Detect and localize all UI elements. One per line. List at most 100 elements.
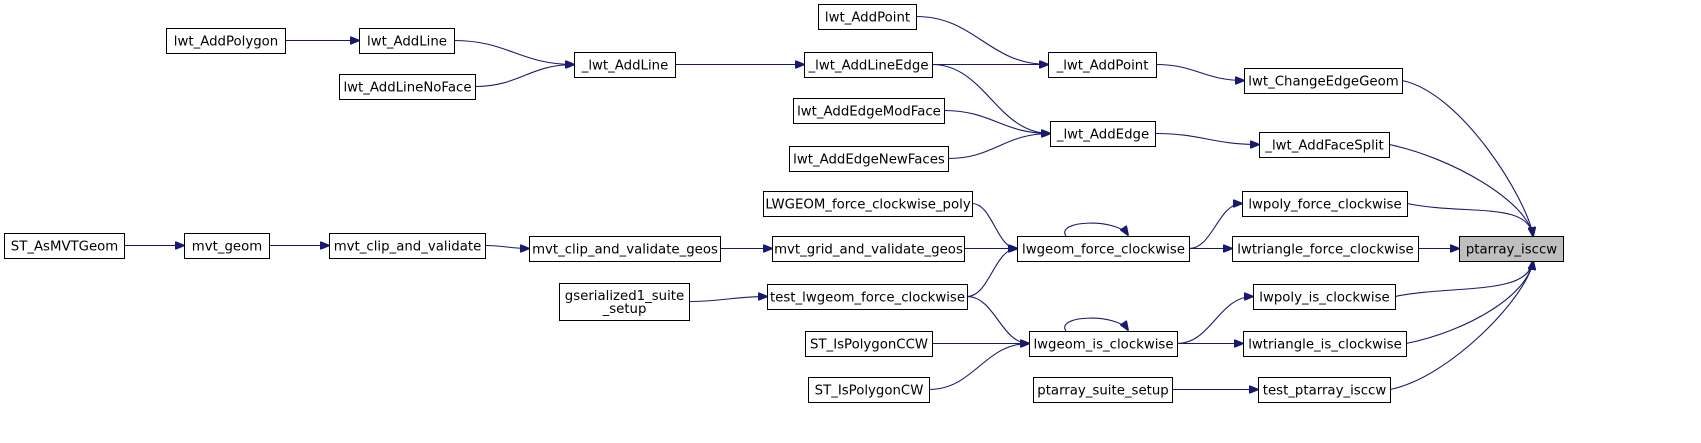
edge-arrow — [915, 15, 1048, 65]
node-box — [4, 233, 125, 259]
node-box — [1459, 236, 1564, 262]
node-box — [1258, 377, 1391, 403]
edge-mvt-clip-and-validate-to-mvt-clip-and-validate-geos — [484, 246, 529, 249]
node-box — [1033, 377, 1173, 403]
node-label: lwpoly_force_clockwise — [1248, 198, 1401, 213]
edge-arrow — [1401, 79, 1533, 237]
node-label: lwt_AddPoint — [825, 11, 910, 26]
node-box — [763, 191, 973, 217]
edge-arrow — [1394, 261, 1533, 298]
node-test-lwgeom-force-clockwise[interactable]: test_lwgeom_force_clockwise — [767, 284, 968, 310]
edge-arrow — [1405, 261, 1533, 345]
node-label: lwt_AddLineNoFace — [343, 81, 471, 96]
node-lwt-addedge[interactable]: _lwt_AddEdge — [1050, 121, 1156, 147]
edge-arrow — [943, 109, 1050, 134]
node-label: lwt_AddPolygon — [174, 35, 278, 50]
edge-test-ptarray-isccw-to-ptarray-isccw — [1389, 261, 1533, 391]
edge-lwt-addlineedge-to-lwt-addedge — [931, 63, 1050, 134]
node-mvt-clip-and-validate[interactable]: mvt_clip_and_validate — [329, 233, 486, 259]
node-box — [1253, 284, 1396, 310]
edges-layer — [124, 15, 1533, 391]
nodes-layer: ptarray_isccw lwt_ChangeEdgeGeom _lwt_AddP… — [4, 4, 1564, 403]
node-label: _lwt_AddPoint — [1056, 59, 1149, 74]
edge-arrow — [484, 246, 529, 249]
node-label: LWGEOM_force_clockwise_poly — [765, 198, 971, 213]
node-lwgeom-force-clockwise-poly[interactable]: LWGEOM_force_clockwise_poly — [763, 191, 973, 217]
node-label: _setup — [602, 302, 647, 317]
edge-arrow — [1406, 202, 1533, 237]
node-box — [559, 283, 690, 321]
node-gserialized1-suite-setup[interactable]: gserialized1_suite_setup — [559, 283, 690, 321]
node-st-asmvtgeom[interactable]: ST_AsMVTGeom — [4, 233, 125, 259]
node-lwt-addedgemodface[interactable]: lwt_AddEdgeModFace — [793, 98, 945, 124]
edge-lwt-addedge-to-lwt-addfacesplit — [1154, 132, 1259, 145]
node-label: lwt_AddEdgeNewFaces — [793, 153, 945, 168]
node-lwpoly-force-clockwise[interactable]: lwpoly_force_clockwise — [1242, 191, 1408, 217]
node-lwt-addpoint[interactable]: _lwt_AddPoint — [1048, 52, 1157, 78]
node-lwt-addline[interactable]: _lwt_AddLine — [574, 52, 676, 78]
node-label: mvt_grid_and_validate_geos — [774, 243, 963, 258]
node-box — [1242, 191, 1408, 217]
node-label: ptarray_isccw — [1466, 243, 1557, 258]
edge-st-ispolygoncw-to-lwgeom-is-clockwise — [928, 344, 1029, 391]
node-label: lwpoly_is_clockwise — [1259, 291, 1389, 306]
node-label: _lwt_AddFaceSplit — [1264, 139, 1383, 154]
node-lwtriangle-is-clockwise[interactable]: lwtriangle_is_clockwise — [1243, 331, 1407, 357]
node-lwgeom-force-clockwise[interactable]: lwgeom_force_clockwise — [1017, 236, 1190, 262]
edge-lwgeom-force-clockwise-poly-to-lwgeom-force-clockwise — [971, 202, 1017, 249]
node-label: ptarray_suite_setup — [1037, 384, 1168, 399]
node-box — [1048, 52, 1157, 78]
node-label: lwt_ChangeEdgeGeom — [1248, 75, 1398, 90]
node-box — [818, 4, 917, 30]
node-box — [1050, 121, 1156, 147]
edge-arrow — [474, 65, 574, 88]
edge-arrow — [1154, 132, 1259, 145]
edge-lwpoly-force-clockwise-to-ptarray-isccw — [1406, 202, 1533, 237]
edge-arrow — [1064, 317, 1128, 331]
edge-arrow — [928, 344, 1029, 391]
node-box — [805, 331, 933, 357]
edge-test-lwgeom-force-clockwise-to-lwgeom-is-clockwise — [966, 295, 1029, 344]
node-test-ptarray-isccw[interactable]: test_ptarray_isccw — [1258, 377, 1391, 403]
node-label: ST_IsPolygonCW — [815, 384, 924, 399]
node-lwt-addlineedge[interactable]: _lwt_AddLineEdge — [804, 52, 933, 78]
node-box — [529, 236, 721, 262]
edge-lwgeom-is-clockwise-to-lwpoly-is-clockwise — [1176, 297, 1253, 345]
node-label: mvt_geom — [192, 240, 262, 255]
node-lwt-addlinenoface[interactable]: lwt_AddLineNoFace — [339, 74, 476, 100]
node-box — [1029, 331, 1178, 357]
edge-lwt-addpoint-to-lwt-changeedgegeom — [1155, 63, 1244, 81]
node-mvt-clip-and-validate-geos[interactable]: mvt_clip_and_validate_geos — [529, 236, 721, 262]
node-label: lwgeom_force_clockwise — [1022, 243, 1185, 258]
node-lwt-addedgenewfaces[interactable]: lwt_AddEdgeNewFaces — [789, 146, 949, 172]
edge-arrow — [1389, 261, 1533, 391]
node-box — [184, 233, 270, 259]
node-lwt-addpoint[interactable]: lwt_AddPoint — [818, 4, 917, 30]
node-lwtriangle-force-clockwise[interactable]: lwtriangle_force_clockwise — [1232, 236, 1419, 262]
node-box — [329, 233, 486, 259]
node-box — [1244, 68, 1403, 94]
node-st-ispolygoncw[interactable]: ST_IsPolygonCW — [808, 377, 930, 403]
node-lwt-addline[interactable]: lwt_AddLine — [359, 28, 455, 54]
node-ptarray-isccw[interactable]: ptarray_isccw — [1459, 236, 1564, 262]
node-box — [1232, 236, 1419, 262]
edge-arrow — [453, 39, 574, 65]
node-label: _lwt_AddEdge — [1056, 128, 1149, 143]
node-st-ispolygonccw[interactable]: ST_IsPolygonCCW — [805, 331, 933, 357]
node-ptarray-suite-setup[interactable]: ptarray_suite_setup — [1033, 377, 1173, 403]
node-box — [574, 52, 676, 78]
node-lwt-changeedgegeom[interactable]: lwt_ChangeEdgeGeom — [1244, 68, 1403, 94]
node-lwpoly-is-clockwise[interactable]: lwpoly_is_clockwise — [1253, 284, 1396, 310]
edge-arrow — [1176, 297, 1253, 345]
node-label: lwtriangle_is_clockwise — [1248, 338, 1402, 353]
node-lwt-addfacesplit[interactable]: _lwt_AddFaceSplit — [1259, 132, 1390, 158]
edge-test-lwgeom-force-clockwise-to-lwgeom-force-clockwise — [966, 249, 1017, 298]
node-lwgeom-is-clockwise[interactable]: lwgeom_is_clockwise — [1029, 331, 1178, 357]
node-mvt-geom[interactable]: mvt_geom — [184, 233, 270, 259]
node-label: test_ptarray_isccw — [1263, 384, 1387, 399]
node-lwt-addpolygon[interactable]: lwt_AddPolygon — [166, 28, 286, 54]
node-box — [1017, 236, 1190, 262]
node-mvt-grid-and-validate-geos[interactable]: mvt_grid_and_validate_geos — [772, 236, 965, 262]
node-label: mvt_clip_and_validate_geos — [532, 243, 718, 258]
